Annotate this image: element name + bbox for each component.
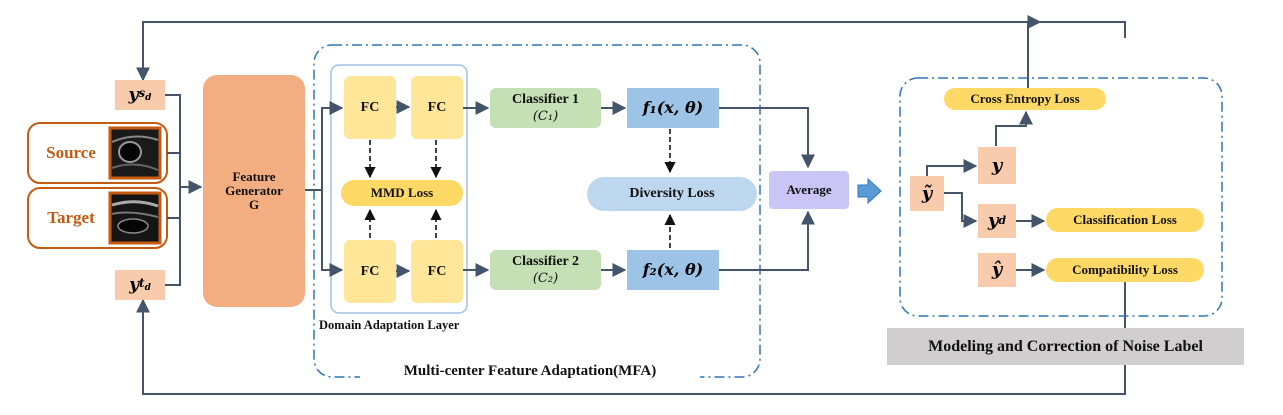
y-hat-label: ŷ	[991, 259, 1003, 281]
mmd-dashed-arrows	[364, 140, 442, 238]
compatibility-loss-label: Compatibility Loss	[1072, 261, 1178, 277]
y-box	[978, 147, 1016, 184]
classifier2-box	[490, 250, 601, 290]
classification-loss-pill	[1046, 208, 1204, 232]
noise-label-region-border	[899, 77, 1223, 317]
y-d-box	[978, 204, 1016, 238]
fc-top-2	[411, 76, 463, 139]
fc-bottom-1-label: FC	[360, 263, 380, 279]
classifier1-label: Classifier 1(C₁)	[511, 92, 579, 124]
f1-box	[627, 88, 719, 128]
classifier-connectors	[601, 101, 627, 277]
fc-connectors	[396, 100, 490, 278]
fc-top-2-label: FC	[427, 99, 447, 115]
mmd-loss-label: MMD Loss	[370, 184, 434, 200]
diversity-loss-label: Diversity Loss	[629, 186, 715, 202]
classification-loss-label: Classification Loss	[1073, 211, 1177, 227]
classifier1-box	[490, 88, 601, 128]
compatibility-loss-pill	[1046, 258, 1204, 282]
noise-label-title: Modeling and Correction of Noise Label	[928, 337, 1203, 355]
cross-entropy-loss-pill	[944, 88, 1106, 110]
block-arrow	[857, 177, 882, 205]
average-label: Average	[786, 181, 832, 197]
generator-connectors	[305, 101, 344, 277]
target-label: Target	[47, 207, 95, 227]
source-image	[108, 126, 162, 180]
target-image	[108, 191, 162, 245]
y-sd-box	[115, 80, 165, 110]
right-connectors	[926, 110, 1046, 277]
domain-adaptation-layer-label: Domain Adaptation Layer	[319, 318, 460, 333]
diversity-loss-pill	[587, 177, 757, 211]
fc-top-1	[344, 76, 396, 139]
y-label: y	[991, 154, 1003, 176]
source-label: Source	[46, 142, 96, 162]
feature-generator-label: Feature Generator G	[225, 168, 283, 213]
f2-label: f₂(x, θ)	[642, 260, 704, 280]
fc-bottom-2	[411, 240, 463, 303]
f2-box	[627, 250, 719, 290]
y-td-box	[115, 270, 165, 300]
average-connectors	[719, 107, 815, 271]
domain-adaptation-layer-box	[330, 64, 468, 314]
fc-top-1-label: FC	[360, 99, 380, 115]
y-hat-box	[978, 253, 1016, 287]
fc-bottom-2-label: FC	[427, 263, 447, 279]
f1-label: f₁(x, θ)	[642, 98, 704, 118]
classifier2-label: Classifier 2(C₂)	[511, 254, 579, 286]
mmd-loss-pill	[341, 180, 463, 206]
mfa-title: Multi-center Feature Adaptation(MFA)	[360, 360, 700, 382]
input-connectors	[165, 94, 203, 286]
average-box	[769, 171, 849, 209]
y-tilde-box	[910, 176, 944, 211]
y-tilde-label: ỹ	[921, 182, 933, 204]
noise-label-title-box	[887, 328, 1244, 365]
fc-bottom-1	[344, 240, 396, 303]
feature-generator-box	[203, 75, 305, 307]
cross-entropy-loss-label: Cross Entropy Loss	[970, 90, 1080, 106]
